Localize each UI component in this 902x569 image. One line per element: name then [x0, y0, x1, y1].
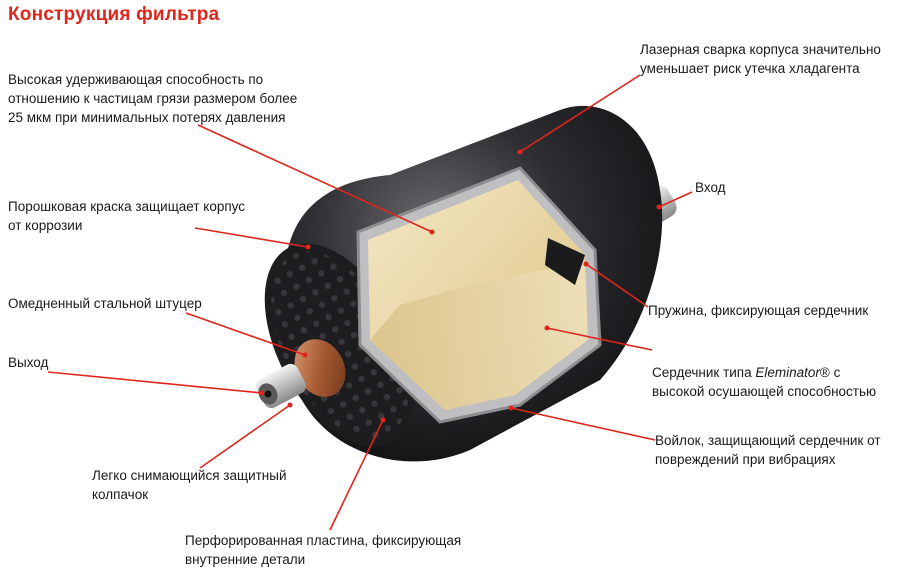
label-spring-text: Пружина, фиксирующая сердечник [648, 303, 869, 318]
label-outlet: Выход [8, 353, 48, 372]
label-paint: Порошковая краска защищает корпус от кор… [8, 197, 245, 235]
callout-line-weld [519, 74, 641, 153]
callout-line-spring [585, 263, 649, 308]
label-plate-line2: внутренние детали [185, 552, 306, 567]
label-weld-line2: уменьшает риск утечка хладагента [640, 61, 860, 76]
label-paint-line2: от коррозии [8, 218, 83, 233]
label-cap: Легко снимающийся защитный колпачок [92, 466, 287, 504]
core-cutaway [356, 166, 602, 424]
callout-line-retention [197, 124, 433, 233]
callout-line-inlet [658, 191, 693, 208]
label-weld-line1: Лазерная сварка корпуса значительно [640, 42, 881, 57]
label-paint-line1: Порошковая краска защищает корпус [8, 199, 246, 214]
label-inlet: Вход [695, 178, 726, 197]
label-fitting: Омедненный стальной штуцер [8, 294, 202, 313]
label-felt-line1: Войлок, защищающий сердечник от [655, 433, 881, 448]
title-text: Конструкция фильтра [8, 4, 220, 25]
label-core-brand: Eleminator [755, 365, 820, 380]
label-core-line2: высокой осушающей способностью [652, 384, 877, 399]
label-fitting-text: Омедненный стальной штуцер [8, 296, 202, 311]
callout-line-felt [510, 407, 656, 441]
label-core-line1: Сердечник типа Eleminator® с [652, 363, 876, 382]
label-spring: Пружина, фиксирующая сердечник [648, 301, 868, 320]
label-retention-line3: 25 мкм при минимальных потерях давления [8, 110, 286, 125]
callout-line-paint [194, 227, 309, 248]
label-cap-line2: колпачок [92, 487, 149, 502]
callout-line-fitting [185, 312, 306, 356]
label-retention-line1: Высокая удерживающая способность по [8, 72, 264, 87]
callout-lines [47, 74, 693, 531]
label-retention-line2: отношению к частицам грязи размером боле… [8, 91, 298, 106]
callout-line-outlet [47, 371, 263, 394]
label-inlet-text: Вход [695, 180, 726, 195]
label-felt: Войлок, защищающий сердечник от поврежде… [655, 431, 881, 469]
callout-dots [259, 149, 662, 423]
callout-line-cap [199, 404, 291, 469]
page-title: Конструкция фильтра [8, 4, 219, 26]
label-plate-line1: Перфорированная пластина, фиксирующая [185, 533, 462, 548]
label-felt-line2: повреждений при вибрациях [655, 452, 836, 467]
label-plate: Перфорированная пластина, фиксирующая вн… [185, 531, 461, 569]
label-weld: Лазерная сварка корпуса значительно умен… [640, 40, 881, 78]
callout-line-plate [329, 419, 384, 531]
label-core: Сердечник типа Eleminator® с высокой осу… [652, 363, 876, 401]
label-core-line1-a: Сердечник типа [652, 365, 756, 380]
label-cap-line1: Легко снимающийся защитный [92, 468, 287, 483]
callout-line-core [546, 327, 653, 351]
label-retention: Высокая удерживающая способность по отно… [8, 70, 297, 127]
label-outlet-text: Выход [8, 355, 49, 370]
outlet-fitting [256, 339, 346, 409]
label-core-line1-c: ® с [819, 365, 841, 380]
